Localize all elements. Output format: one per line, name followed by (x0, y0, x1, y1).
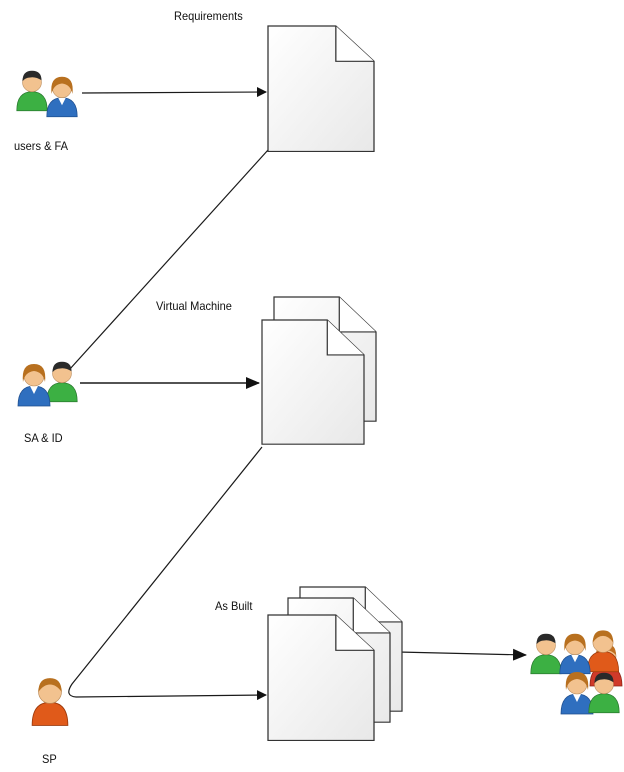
arrow-as-built-to-team (397, 648, 527, 661)
virtual-machine-document-stack-icon (261, 296, 377, 445)
requirements-label: Requirements (174, 9, 243, 23)
requirements-document-icon (267, 25, 375, 153)
users-fa-label: users & FA (14, 139, 68, 153)
virtual-machine-label: Virtual Machine (156, 299, 232, 313)
arrow-sp-to-as-built (75, 690, 267, 701)
users-fa-icon (16, 70, 78, 118)
sp-icon (31, 677, 69, 726)
line-virtual-machine-to-sp (68, 446, 263, 698)
team-group-icon (530, 629, 623, 715)
as-built-label: As Built (215, 599, 253, 613)
arrow-users-to-requirements (81, 87, 267, 98)
line-requirements-to-sa (59, 149, 269, 381)
sp-label: SP (42, 752, 57, 766)
sa-id-label: SA & ID (24, 431, 63, 445)
as-built-document-stack-icon (267, 586, 403, 742)
sa-id-icon (17, 361, 78, 407)
